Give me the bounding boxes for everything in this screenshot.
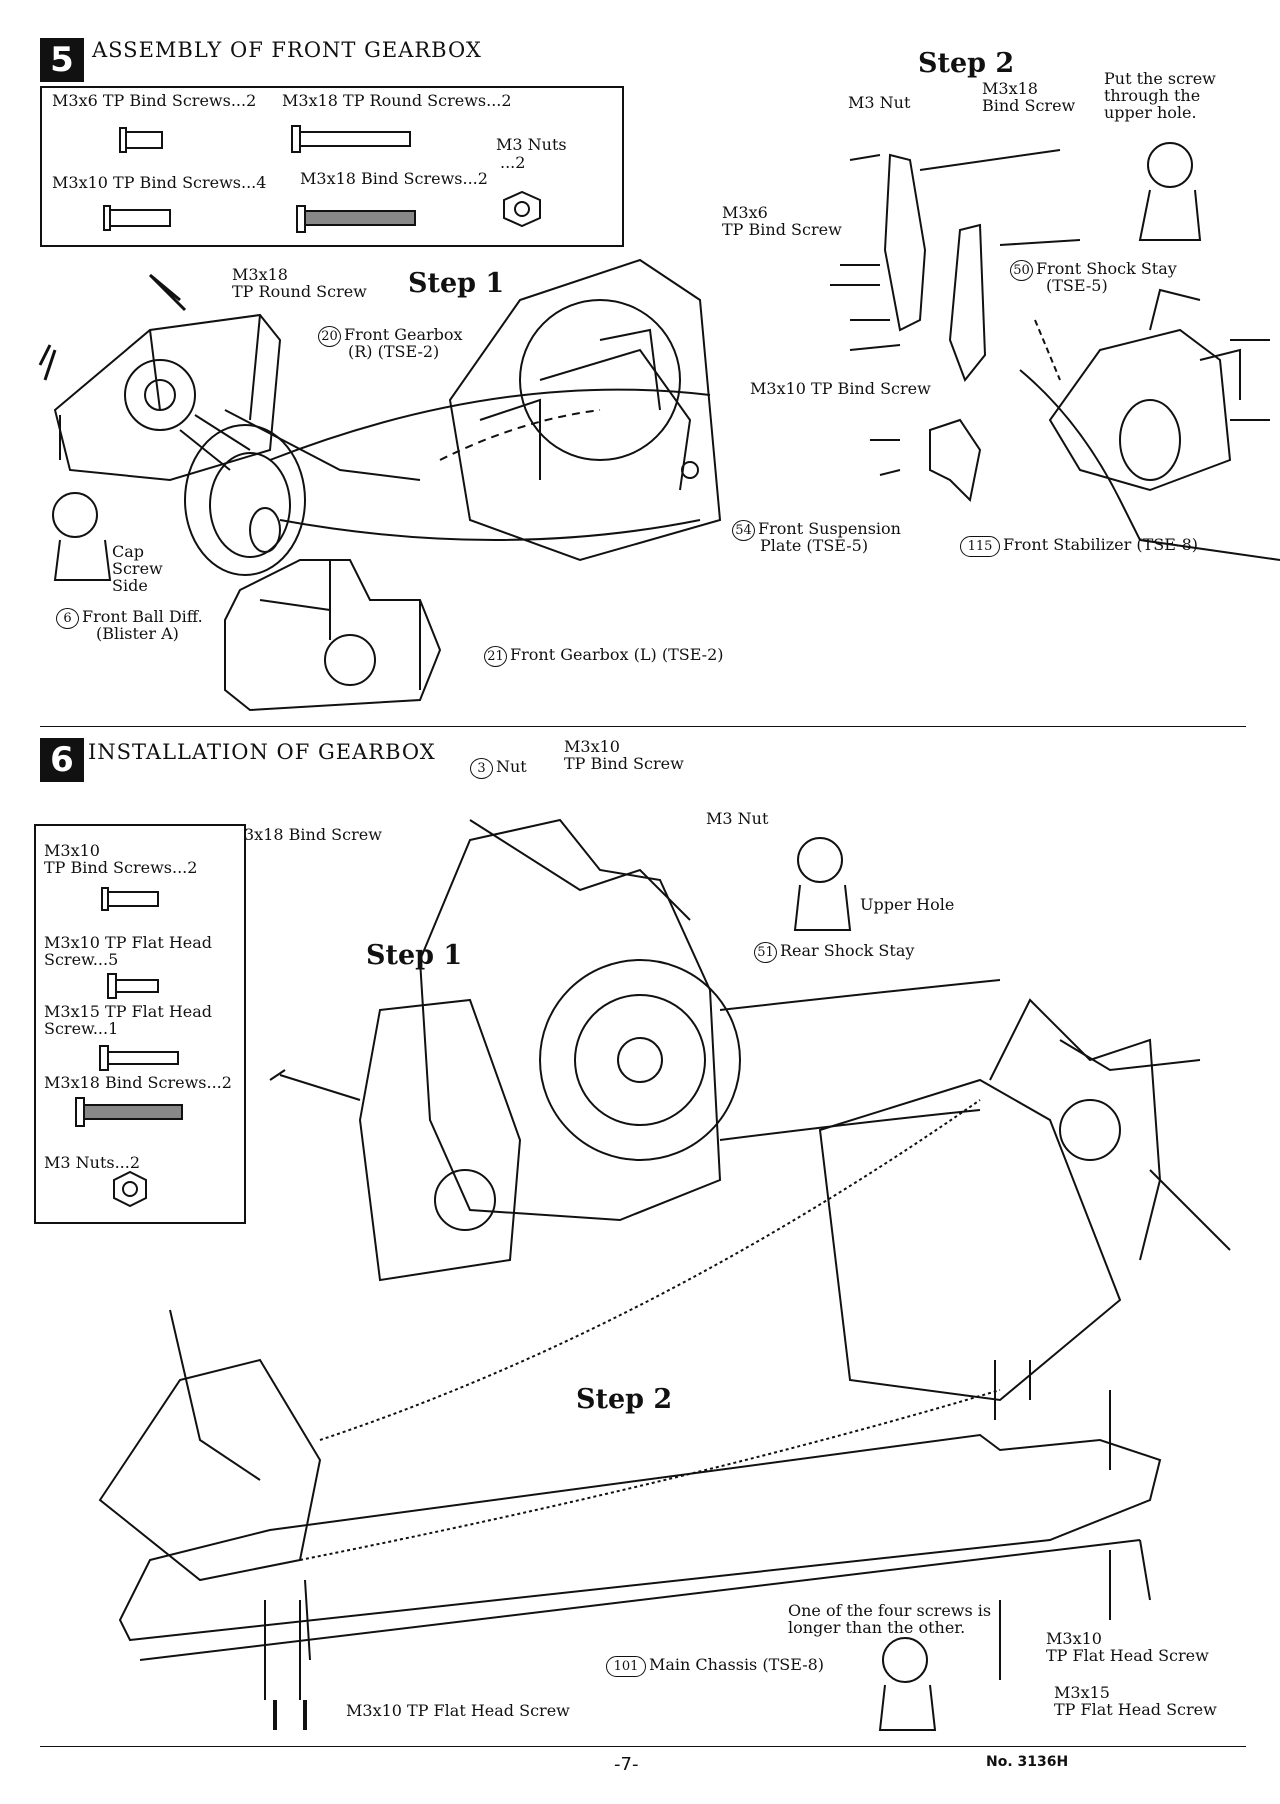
part-number-badge: 50 xyxy=(1010,260,1033,281)
parts-m3x6-tp-bind: M3x6 TP Bind Screws...2 xyxy=(52,91,257,110)
shock-stay-drawing xyxy=(830,149,1280,561)
footer-divider xyxy=(40,1746,1246,1747)
s5-front-gearbox-r-code: (R) (TSE-2) xyxy=(348,342,440,361)
callout-text: Front Gearbox xyxy=(344,325,463,344)
page-number: -7- xyxy=(614,1754,639,1775)
parts-m3x18-tp-round: M3x18 TP Round Screws...2 xyxy=(282,91,512,110)
parts-m3-nuts: M3 Nuts xyxy=(496,135,567,154)
s5-screw-size: M3x18 xyxy=(232,265,288,284)
parts-m3x18-bind: M3x18 Bind Screws...2 xyxy=(300,169,488,188)
section-divider xyxy=(40,726,1246,727)
s5-step2-title: Step 2 xyxy=(918,48,1015,79)
part-number-badge: 54 xyxy=(732,520,755,541)
parts-m3x18-bind: M3x18 Bind Screws...2 xyxy=(44,1073,232,1092)
parts-m3x10-tp-bind: TP Bind Screws...2 xyxy=(44,858,198,877)
callout-text: Front Ball Diff. xyxy=(82,607,203,626)
cap-screw-side-2: Screw xyxy=(112,559,163,578)
callout-text: Rear Shock Stay xyxy=(780,941,915,960)
rear-gearbox-drawing xyxy=(269,818,1001,1282)
parts-icons xyxy=(103,125,541,233)
s5-front-ball-diff-blister: (Blister A) xyxy=(96,624,179,643)
s5-bind-screw-size: M3x18 xyxy=(982,79,1038,98)
callout-text: Front Suspension xyxy=(758,519,901,538)
s6-bind-screw: 3x18 Bind Screw xyxy=(244,825,382,844)
s6-note-2: longer than the other. xyxy=(788,1618,966,1637)
s5-m3x10-tp-bind: M3x10 TP Bind Screw xyxy=(750,379,931,398)
s5-note-2: through the xyxy=(1104,86,1201,105)
parts-m3x10-flat-head: M3x10 TP Flat Head xyxy=(44,933,213,952)
parts-m3x10-flat-head-qty: Screw...5 xyxy=(44,950,119,969)
s6-m3-nut: M3 Nut xyxy=(706,809,769,828)
s5-front-shock-stay-code: (TSE-5) xyxy=(1046,276,1108,295)
callout-text: Front Gearbox (L) (TSE-2) xyxy=(510,645,724,664)
s5-note-3: upper hole. xyxy=(1104,103,1197,122)
section-6-parts-box: M3x10 TP Bind Screws...2 M3x10 TP Flat H… xyxy=(34,824,246,1224)
s5-note-1: Put the screw xyxy=(1104,69,1216,88)
part-number-badge: 51 xyxy=(754,942,777,963)
s5-bind-screw: Bind Screw xyxy=(982,96,1076,115)
section-6-title: INSTALLATION OF GEARBOX xyxy=(88,740,436,764)
main-chassis-drawing xyxy=(98,998,1231,1730)
s6-flat-10-size: M3x10 xyxy=(1046,1629,1102,1648)
s6-flat-15-type: TP Flat Head Screw xyxy=(1054,1700,1217,1719)
s6-step2-title: Step 2 xyxy=(576,1384,673,1415)
front-gearbox-drawing xyxy=(38,258,722,712)
parts-m3x10-tp-bind-size: M3x10 xyxy=(44,841,100,860)
part-number-badge: 6 xyxy=(56,608,79,629)
parts-m3x15-flat-head: M3x15 TP Flat Head xyxy=(44,1002,213,1021)
section-5-number: 5 xyxy=(40,38,84,82)
parts-m3-nuts-qty: ...2 xyxy=(500,153,526,172)
mascot-illustrations xyxy=(52,142,1202,1731)
parts-icons xyxy=(75,887,183,1208)
part-number-badge: 20 xyxy=(318,326,341,347)
section-6-number: 6 xyxy=(40,738,84,782)
parts-m3-nuts: M3 Nuts...2 xyxy=(44,1153,141,1172)
s6-tp-bind-screw: TP Bind Screw xyxy=(564,754,684,773)
s5-m3x6-size: M3x6 xyxy=(722,203,768,222)
s6-step1-title: Step 1 xyxy=(366,940,463,971)
s5-front-suspension-plate-code: Plate (TSE-5) xyxy=(760,536,869,555)
section-5-parts-box: M3x6 TP Bind Screws...2 M3x18 TP Round S… xyxy=(40,86,624,247)
document-number: No. 3136H xyxy=(986,1754,1069,1770)
part-number-badge: 21 xyxy=(484,646,507,667)
s5-step1-title: Step 1 xyxy=(408,268,505,299)
s5-m3x6-type: TP Bind Screw xyxy=(722,220,842,239)
callout-text: Front Stabilizer (TSE-8) xyxy=(1003,535,1199,554)
part-number-badge: 115 xyxy=(960,536,1000,557)
s6-note-1: One of the four screws is xyxy=(788,1601,992,1620)
s6-bottom-flat-head: M3x10 TP Flat Head Screw xyxy=(346,1701,570,1720)
callout-text: Front Shock Stay xyxy=(1036,259,1177,278)
s5-screw-type: TP Round Screw xyxy=(232,282,367,301)
parts-m3x15-flat-head-qty: Screw...1 xyxy=(44,1019,119,1038)
section-5-title: ASSEMBLY OF FRONT GEARBOX xyxy=(92,38,482,62)
s5-m3-nut: M3 Nut xyxy=(848,93,911,112)
s6-flat-10-type: TP Flat Head Screw xyxy=(1046,1646,1209,1665)
part-number-badge: 101 xyxy=(606,1656,646,1677)
callout-text: Main Chassis (TSE-8) xyxy=(649,1655,825,1674)
parts-m3x10-tp-bind: M3x10 TP Bind Screws...4 xyxy=(52,173,267,192)
s6-upper-hole: Upper Hole xyxy=(860,895,955,914)
s6-flat-15-size: M3x15 xyxy=(1054,1683,1110,1702)
callout-text: Nut xyxy=(496,757,527,776)
cap-screw-side-1: Cap xyxy=(112,542,145,561)
cap-screw-side-3: Side xyxy=(112,576,148,595)
s6-tp-bind-size: M3x10 xyxy=(564,737,620,756)
part-number-badge: 3 xyxy=(470,758,493,779)
